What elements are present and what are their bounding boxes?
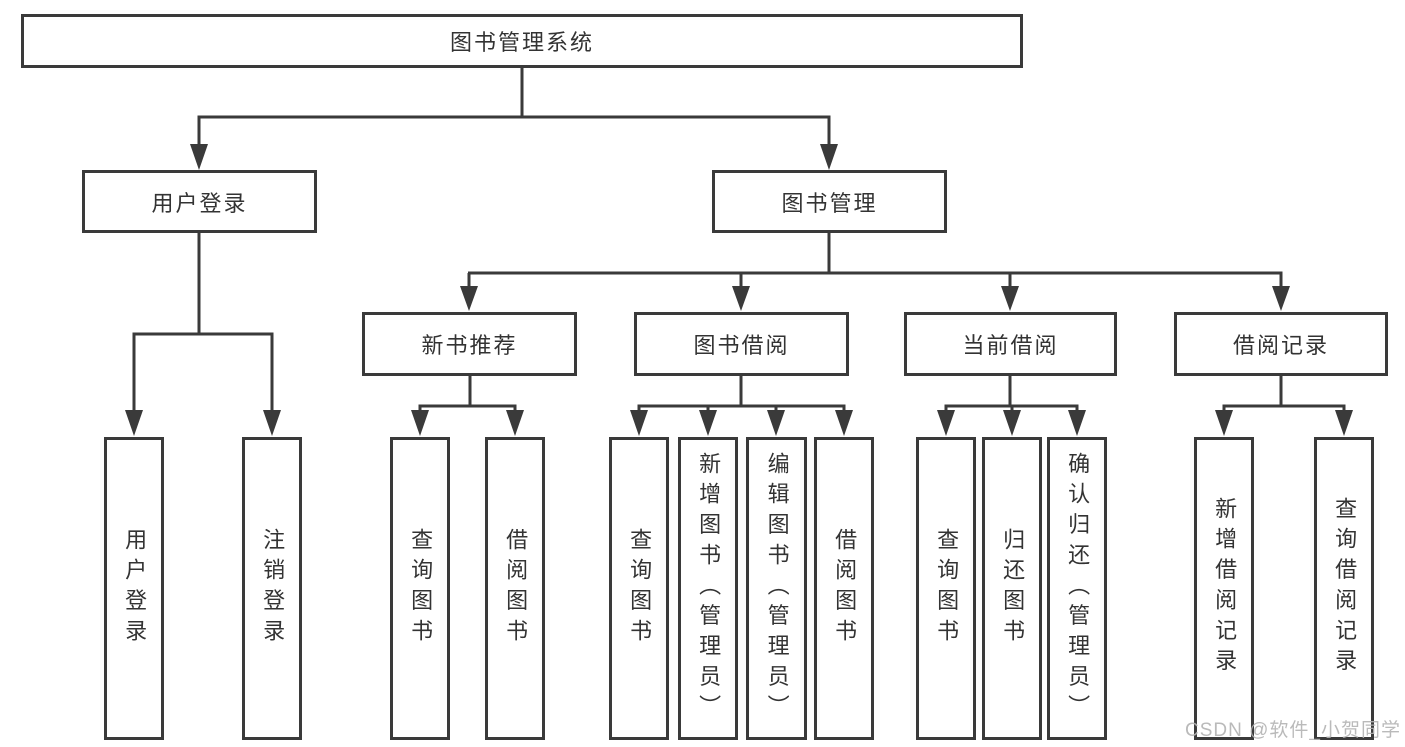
- node-label: 借阅图书: [832, 527, 858, 650]
- node-new-book-recommend: 新书推荐: [362, 312, 577, 376]
- connector-book-borrowing-to-leaves: [630, 375, 853, 436]
- leaf-query-borrow-record: 查询借阅记录: [1314, 437, 1374, 740]
- node-library-management-system: 图书管理系统: [21, 14, 1023, 68]
- node-label: 注销登录: [260, 527, 286, 650]
- node-label: 用户登录: [151, 190, 248, 216]
- node-book-management: 图书管理: [712, 170, 947, 233]
- leaf-query-books-recommend: 查询图书: [390, 437, 450, 740]
- node-label: 图书管理系统: [449, 30, 594, 55]
- node-label: 借阅记录: [1232, 333, 1329, 358]
- node-label: 新增图书（管理员）: [696, 451, 722, 726]
- connector-user-login-to-leaves: [125, 231, 281, 436]
- node-label: 图书管理: [781, 190, 878, 216]
- node-label: 确认归还（管理员）: [1065, 451, 1091, 726]
- leaf-borrow-books: 借阅图书: [814, 437, 874, 740]
- node-book-borrowing: 图书借阅: [634, 312, 849, 376]
- node-label: 查询借阅记录: [1332, 497, 1358, 680]
- node-current-borrowing: 当前借阅: [904, 312, 1117, 376]
- node-label: 查询图书: [934, 527, 960, 650]
- connector-root-to-level2: [190, 66, 838, 170]
- node-borrowing-records: 借阅记录: [1174, 312, 1388, 376]
- node-label: 查询图书: [408, 527, 434, 650]
- leaf-return-books: 归还图书: [982, 437, 1042, 740]
- csdn-watermark: CSDN @软件_小贺同学: [1185, 720, 1401, 741]
- leaf-edit-books-admin: 编辑图书（管理员）: [746, 437, 807, 740]
- node-label: 当前借阅: [962, 333, 1059, 358]
- node-user-login: 用户登录: [82, 170, 317, 233]
- leaf-add-borrow-record: 新增借阅记录: [1194, 437, 1254, 740]
- node-label: 查询图书: [627, 527, 653, 650]
- leaf-confirm-return-admin: 确认归还（管理员）: [1047, 437, 1107, 740]
- connector-new-book-recommend-to-leaves: [411, 375, 524, 436]
- leaf-borrow-books-recommend: 借阅图书: [485, 437, 545, 740]
- node-label: 借阅图书: [503, 527, 529, 650]
- node-label: 新书推荐: [421, 333, 518, 358]
- leaf-logout: 注销登录: [242, 437, 302, 740]
- leaf-user-login: 用户登录: [104, 437, 164, 740]
- node-label: 图书借阅: [693, 333, 790, 358]
- node-label: 编辑图书（管理员）: [764, 451, 790, 726]
- leaf-query-books-borrowing: 查询图书: [609, 437, 669, 740]
- connector-current-borrowing-to-leaves: [937, 375, 1086, 436]
- node-label: 用户登录: [122, 527, 148, 650]
- node-label: 归还图书: [1000, 527, 1026, 650]
- leaf-add-books-admin: 新增图书（管理员）: [678, 437, 738, 740]
- connector-borrowing-records-to-leaves: [1215, 375, 1353, 436]
- node-label: 新增借阅记录: [1212, 497, 1238, 680]
- connector-book-management-to-level3: [460, 231, 1290, 311]
- leaf-query-books-current: 查询图书: [916, 437, 976, 740]
